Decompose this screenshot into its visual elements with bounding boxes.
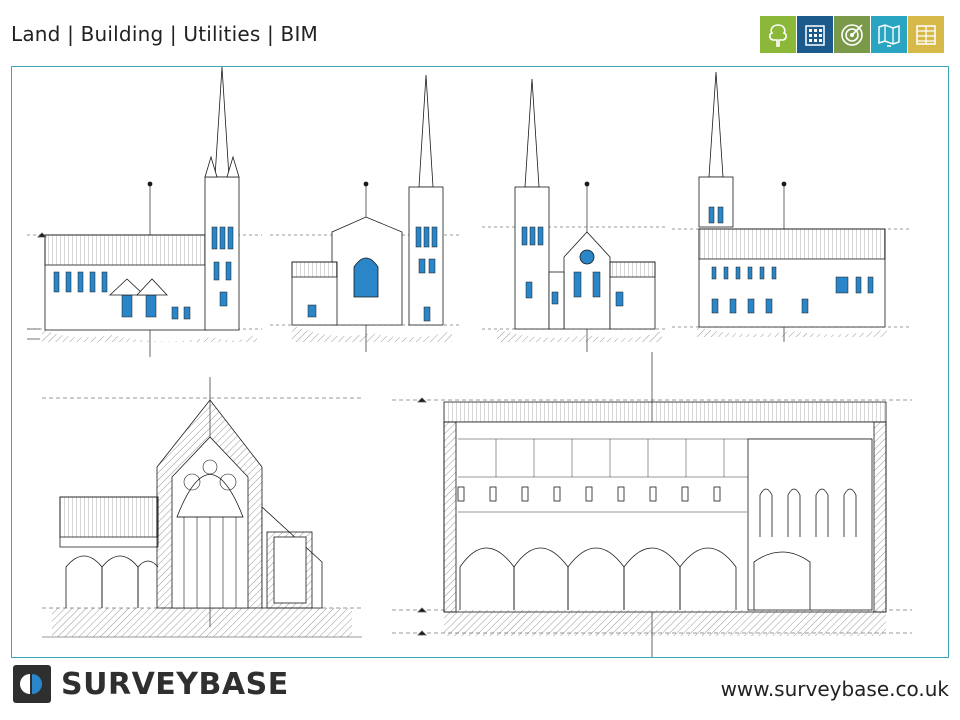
building-tile[interactable]	[797, 16, 833, 53]
elevation-drawings	[27, 67, 912, 657]
tree-icon	[769, 23, 787, 47]
website-link[interactable]: www.surveybase.co.uk	[720, 677, 949, 701]
land-tile[interactable]	[760, 16, 796, 53]
section-longitudinal	[392, 352, 912, 657]
elevation-east	[482, 78, 667, 352]
target-icon	[841, 23, 863, 46]
layers-tile[interactable]	[908, 16, 944, 53]
elevation-west	[270, 74, 462, 352]
brand-logo[interactable]: SURVEYBASE	[13, 665, 289, 703]
surveybase-logo-icon	[13, 665, 51, 703]
section-transverse	[42, 377, 362, 638]
layers-icon	[916, 24, 936, 45]
brand-name: SURVEYBASE	[61, 666, 289, 702]
bim-tile[interactable]	[871, 16, 907, 53]
elevation-north	[672, 71, 912, 342]
map-icon	[878, 23, 900, 47]
drawing-frame	[11, 66, 949, 658]
page-title: Land | Building | Utilities | BIM	[11, 22, 319, 46]
service-tiles	[760, 16, 944, 53]
elevation-south	[27, 67, 262, 357]
utilities-tile[interactable]	[834, 16, 870, 53]
building-icon	[805, 24, 825, 46]
